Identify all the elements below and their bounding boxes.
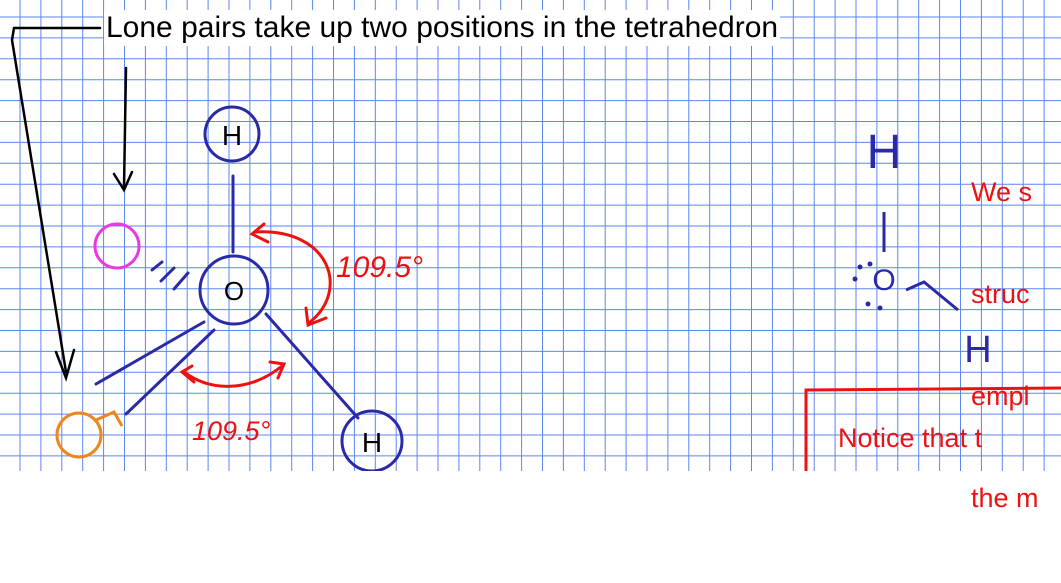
- atom-circle-o: [198, 254, 270, 326]
- canvas: H O H 109.5° 109.5° H O H: [0, 0, 1061, 513]
- lewis-bond-diagonal: [905, 280, 959, 312]
- atom-circle-h-top: [203, 105, 261, 163]
- red-note: We s struc empl the m: [971, 107, 1039, 583]
- notice-text: Notice that t: [838, 423, 983, 453]
- red-note-line: the m: [971, 483, 1039, 513]
- red-note-line: We s: [971, 177, 1033, 207]
- atom-circle-h-bottom: [340, 409, 404, 471]
- atom-label-h-bottom: H: [362, 427, 382, 458]
- notice-box: [804, 386, 1061, 471]
- atom-label-o: O: [224, 276, 244, 306]
- angle-label-right: 109.5°: [336, 251, 423, 284]
- lone-pair-orange: [55, 411, 103, 459]
- bracket-arrow: [10, 26, 102, 382]
- lewis-lone-pair-dots: [852, 261, 883, 311]
- lewis-o: O: [872, 264, 895, 297]
- lewis-h-top: H: [867, 126, 902, 179]
- atom-label-h-top: H: [222, 120, 242, 151]
- bonds: [94, 174, 360, 420]
- angle-arc-bottom: [179, 360, 287, 388]
- angle-label-bottom: 109.5°: [192, 416, 271, 446]
- diagram-art: H O H 109.5° 109.5° H O H: [10, 26, 1061, 471]
- down-arrow: [112, 66, 134, 193]
- orange-wedge-mark: [95, 410, 124, 427]
- angle-arc-right: [249, 222, 332, 328]
- red-note-line: empl: [971, 381, 1030, 411]
- header-title: Lone pairs take up two positions in the …: [104, 10, 781, 46]
- lewis-h-right: H: [964, 329, 991, 371]
- lone-pair-magenta: [93, 222, 141, 270]
- red-note-line: struc: [971, 279, 1030, 309]
